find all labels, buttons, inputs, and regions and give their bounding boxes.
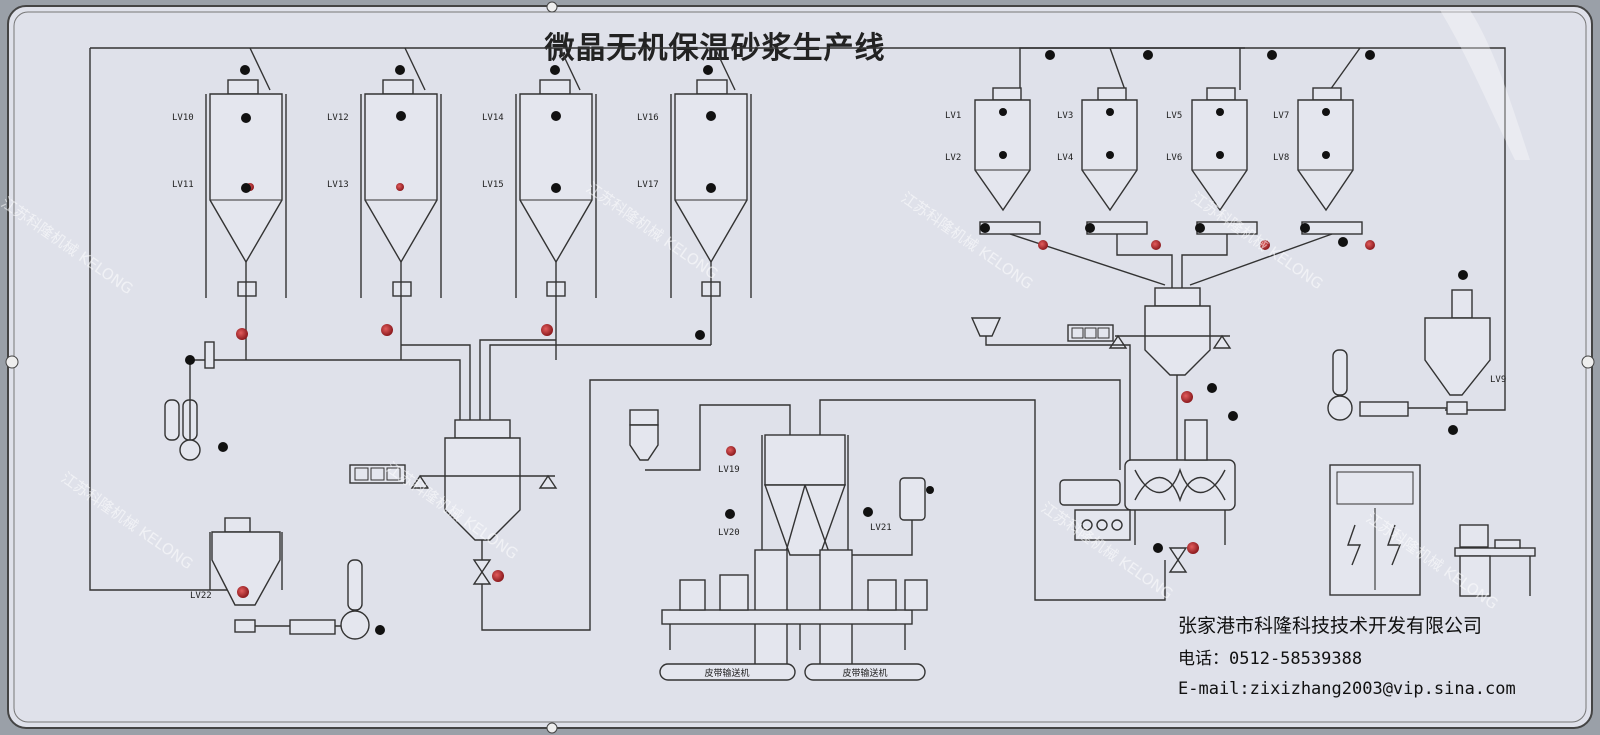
level-label: LV14: [482, 113, 504, 123]
belt-conveyor-label: 皮带输送机: [704, 667, 749, 679]
left-silo-labels: LV10 LV11 LV12 LV13 LV14 LV15 LV16 LV17: [172, 113, 659, 190]
level-label: LV5: [1166, 111, 1182, 121]
left-weigh-hopper: [349, 379, 1121, 631]
level-label: LV21: [870, 523, 892, 533]
level-label: LV7: [1273, 111, 1289, 121]
right-vacuum-feeder: LV9: [1327, 289, 1506, 421]
level-label: LV22: [190, 591, 212, 601]
mounting-holes: [5, 1, 1595, 734]
level-label: LV12: [327, 113, 349, 123]
right-feed-pipe: [1019, 47, 1506, 411]
left-silo-2: [360, 47, 442, 360]
red-indicators: [236, 183, 1375, 598]
packing-section: LV19 LV20 LV21 皮带输送机 皮带输送机: [629, 399, 1166, 681]
belt-conveyor-label: 皮带输送机: [842, 667, 887, 679]
left-dust-collector: [164, 341, 246, 461]
silo-discharge-pipes: [246, 339, 711, 420]
level-label: LV1: [945, 111, 961, 121]
left-silo-1: [205, 47, 287, 360]
level-label: LV15: [482, 180, 504, 190]
level-label: LV2: [945, 153, 961, 163]
control-cabinet: [1329, 464, 1421, 596]
level-label: LV11: [172, 180, 194, 190]
level-label: LV16: [637, 113, 659, 123]
black-indicators: [185, 50, 1468, 635]
curtain-reflection: [1440, 10, 1530, 160]
ribbon-mixer: [1059, 419, 1236, 573]
right-silo-labels: LV1 LV2 LV3 LV4 LV5 LV6 LV7 LV8: [945, 111, 1289, 163]
level-label: LV9: [1490, 375, 1506, 385]
level-label: LV19: [718, 465, 740, 475]
level-label: LV17: [637, 180, 659, 190]
level-label: LV10: [172, 113, 194, 123]
left-silo-3: [515, 47, 597, 360]
left-silo-4: [670, 47, 752, 345]
level-label: LV6: [1166, 153, 1182, 163]
level-label: LV3: [1057, 111, 1073, 121]
level-label: LV13: [327, 180, 349, 190]
right-weigh-hopper: [970, 287, 1232, 470]
level-label: LV8: [1273, 153, 1289, 163]
computer-desk: [1454, 524, 1536, 597]
left-silo-group: [205, 47, 752, 360]
company-email: E-mail:zixizhang2003@vip.sina.com: [1178, 679, 1516, 699]
level-label: LV20: [718, 528, 740, 538]
left-vacuum-feeder: LV22: [190, 517, 370, 640]
company-name: 张家港市科隆科技技术开发有限公司: [1178, 615, 1482, 637]
company-phone: 电话：0512-58539388: [1178, 649, 1362, 669]
level-label: LV4: [1057, 153, 1073, 163]
